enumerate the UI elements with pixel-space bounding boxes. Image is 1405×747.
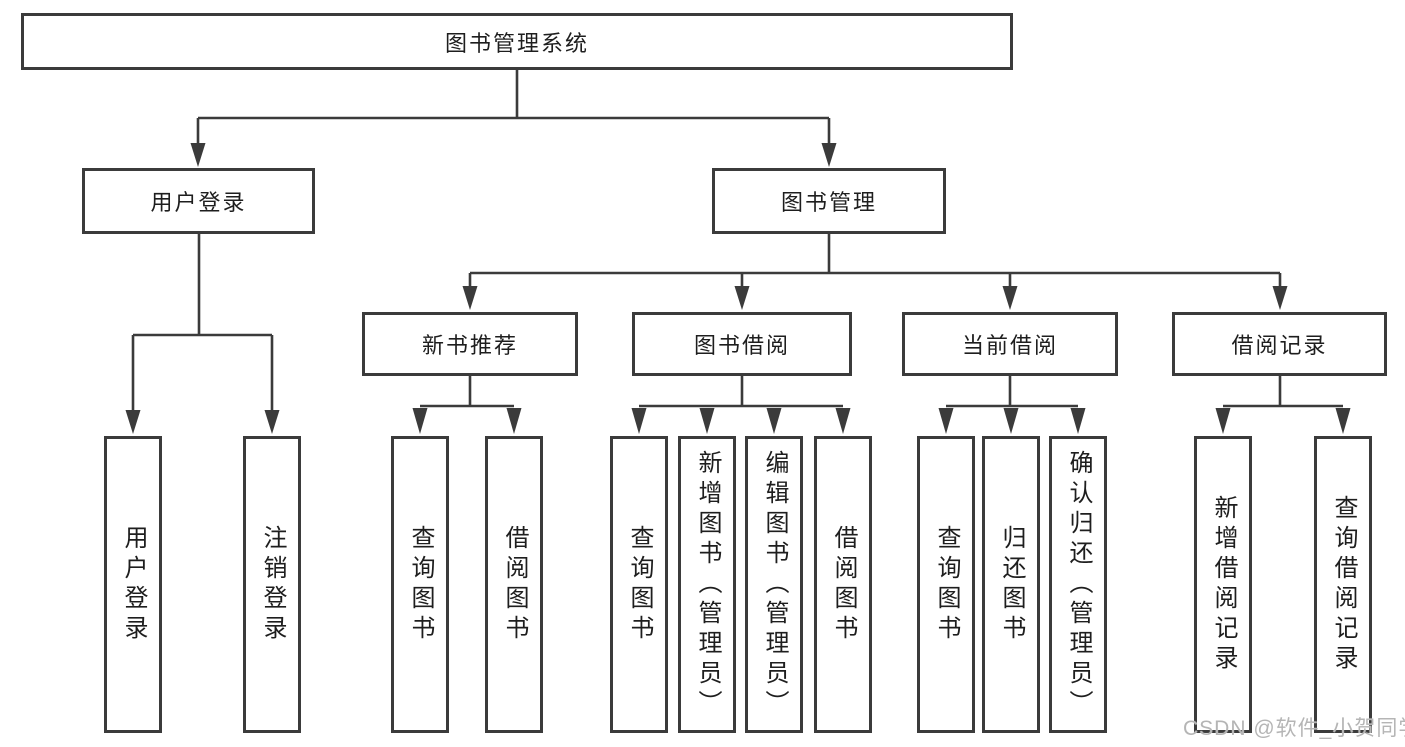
leaf-return-books-label: 归还图书	[998, 524, 1025, 645]
node-book-management-label: 图书管理	[780, 190, 877, 215]
leaf-logout: 注销登录	[243, 436, 301, 733]
leaf-query-borrow-record: 查询借阅记录	[1314, 436, 1372, 733]
leaf-query-books-1: 查询图书	[391, 436, 449, 733]
node-new-book-recommendation: 新书推荐	[362, 312, 578, 376]
node-user-login-label: 用户登录	[150, 190, 247, 215]
arrowheads	[125, 143, 1351, 434]
leaf-edit-books-admin-label: 编辑图书（管理员）	[761, 449, 788, 720]
leaf-logout-label: 注销登录	[259, 524, 286, 645]
node-current-borrowing-label: 当前借阅	[961, 333, 1058, 358]
node-user-login: 用户登录	[82, 168, 315, 234]
leaf-return-books: 归还图书	[982, 436, 1040, 733]
node-root-label: 图书管理系统	[444, 30, 589, 56]
leaf-query-books-3-label: 查询图书	[933, 524, 960, 645]
node-borrowing-records-label: 借阅记录	[1231, 333, 1328, 358]
node-book-management: 图书管理	[712, 168, 946, 234]
leaf-add-books-admin: 新增图书（管理员）	[678, 436, 736, 733]
csdn-watermark: CSDN @软件_小贺同学	[1183, 717, 1405, 740]
leaf-query-books-3: 查询图书	[917, 436, 975, 733]
node-current-borrowing: 当前借阅	[902, 312, 1118, 376]
leaf-query-books-2: 查询图书	[610, 436, 668, 733]
leaf-borrow-books-1-label: 借阅图书	[501, 524, 528, 645]
leaf-add-borrow-record-label: 新增借阅记录	[1210, 494, 1237, 675]
node-book-borrowing-label: 图书借阅	[693, 333, 790, 358]
node-borrowing-records: 借阅记录	[1172, 312, 1387, 376]
leaf-borrow-books-2-label: 借阅图书	[830, 524, 857, 645]
leaf-borrow-books-1: 借阅图书	[485, 436, 543, 733]
leaf-edit-books-admin: 编辑图书（管理员）	[745, 436, 803, 733]
leaf-query-books-2-label: 查询图书	[626, 524, 653, 645]
node-new-book-recommendation-label: 新书推荐	[421, 333, 518, 358]
node-book-borrowing: 图书借阅	[632, 312, 852, 376]
connector-path	[131, 69, 1343, 412]
leaf-add-borrow-record: 新增借阅记录	[1194, 436, 1252, 733]
node-root: 图书管理系统	[21, 13, 1013, 70]
leaf-query-borrow-record-label: 查询借阅记录	[1330, 494, 1357, 675]
leaf-add-books-admin-label: 新增图书（管理员）	[694, 449, 721, 720]
leaf-query-books-1-label: 查询图书	[407, 524, 434, 645]
leaf-confirm-return-admin: 确认归还（管理员）	[1049, 436, 1107, 733]
leaf-confirm-return-admin-label: 确认归还（管理员）	[1065, 449, 1092, 720]
leaf-user-login-label: 用户登录	[120, 524, 147, 645]
leaf-borrow-books-2: 借阅图书	[814, 436, 872, 733]
leaf-user-login: 用户登录	[104, 436, 162, 733]
